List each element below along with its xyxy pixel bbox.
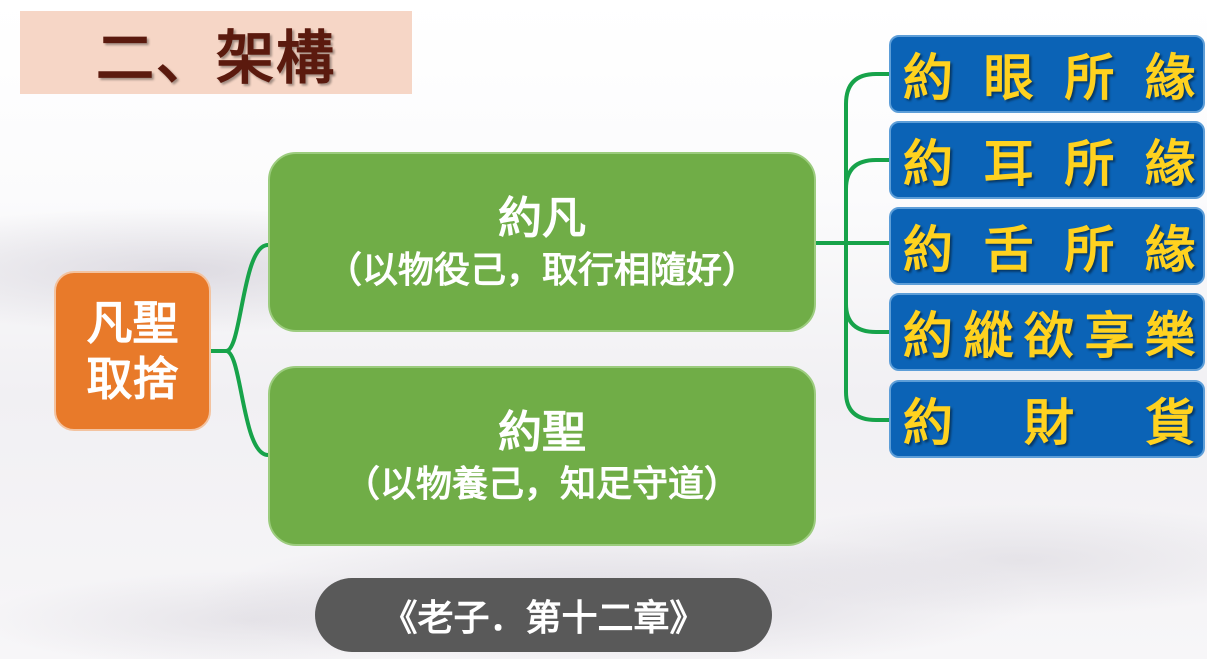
branch-node-fan: 約凡 （以物役己，取行相隨好） bbox=[268, 152, 816, 332]
branch-sheng-title: 約聖 bbox=[498, 407, 586, 458]
connector-root-to-branch-1 bbox=[224, 243, 270, 353]
connector-to-leaf-5 bbox=[844, 241, 891, 422]
leaf-char: 約 bbox=[903, 220, 953, 279]
root-node: 凡聖 取捨 bbox=[54, 271, 211, 431]
leaf-char: 縱 bbox=[963, 306, 1014, 365]
branch-node-sheng: 約聖 （以物養己，知足守道） bbox=[268, 366, 816, 546]
leaf-node-desire: 約 縱 欲 享 樂 bbox=[889, 293, 1205, 371]
leaf-char: 所 bbox=[1064, 48, 1115, 107]
branch-fan-title: 約凡 bbox=[498, 193, 586, 244]
leaf-char: 緣 bbox=[1144, 220, 1195, 279]
leaf-char: 舌 bbox=[983, 220, 1034, 279]
leaf-char: 緣 bbox=[1144, 48, 1195, 107]
leaf-char: 約 bbox=[903, 134, 953, 193]
connector-to-leaf-4 bbox=[844, 241, 891, 334]
root-line-1: 凡聖 bbox=[86, 296, 179, 350]
leaf-node-ear: 約 耳 所 緣 bbox=[889, 121, 1205, 199]
leaf-char: 所 bbox=[1064, 134, 1115, 193]
leaf-char: 緣 bbox=[1144, 134, 1195, 193]
leaf-node-tongue: 約 舌 所 緣 bbox=[889, 207, 1205, 285]
leaf-char: 約 bbox=[903, 393, 953, 452]
leaf-char: 貨 bbox=[1145, 393, 1195, 452]
leaf-char: 約 bbox=[903, 48, 953, 107]
leaf-char: 約 bbox=[903, 306, 953, 365]
leaf-char: 欲 bbox=[1024, 306, 1074, 365]
leaf-node-wealth: 約 財 貨 bbox=[889, 380, 1205, 458]
root-line-2: 取捨 bbox=[86, 352, 179, 406]
leaf-node-eye: 約 眼 所 緣 bbox=[889, 35, 1205, 113]
branch-fan-subtitle: （以物役己，取行相隨好） bbox=[325, 249, 758, 291]
source-citation-text: 《老子．第十二章》 bbox=[381, 597, 706, 639]
branch-sheng-subtitle: （以物養己，知足守道） bbox=[343, 463, 740, 505]
leaf-char: 眼 bbox=[983, 48, 1034, 107]
page-title: 二、架構 bbox=[95, 23, 336, 92]
leaf-char: 耳 bbox=[983, 134, 1034, 193]
leaf-char: 財 bbox=[1024, 393, 1074, 452]
leaf-char: 樂 bbox=[1145, 306, 1195, 365]
source-citation: 《老子．第十二章》 bbox=[315, 578, 772, 652]
connector-to-leaf-2 bbox=[844, 158, 891, 245]
connector-to-leaf-1 bbox=[844, 72, 891, 245]
leaf-char: 享 bbox=[1084, 306, 1135, 365]
leaf-char: 所 bbox=[1064, 220, 1115, 279]
connector-root-to-branch-2 bbox=[224, 349, 270, 457]
title-banner: 二、架構 bbox=[20, 11, 412, 94]
